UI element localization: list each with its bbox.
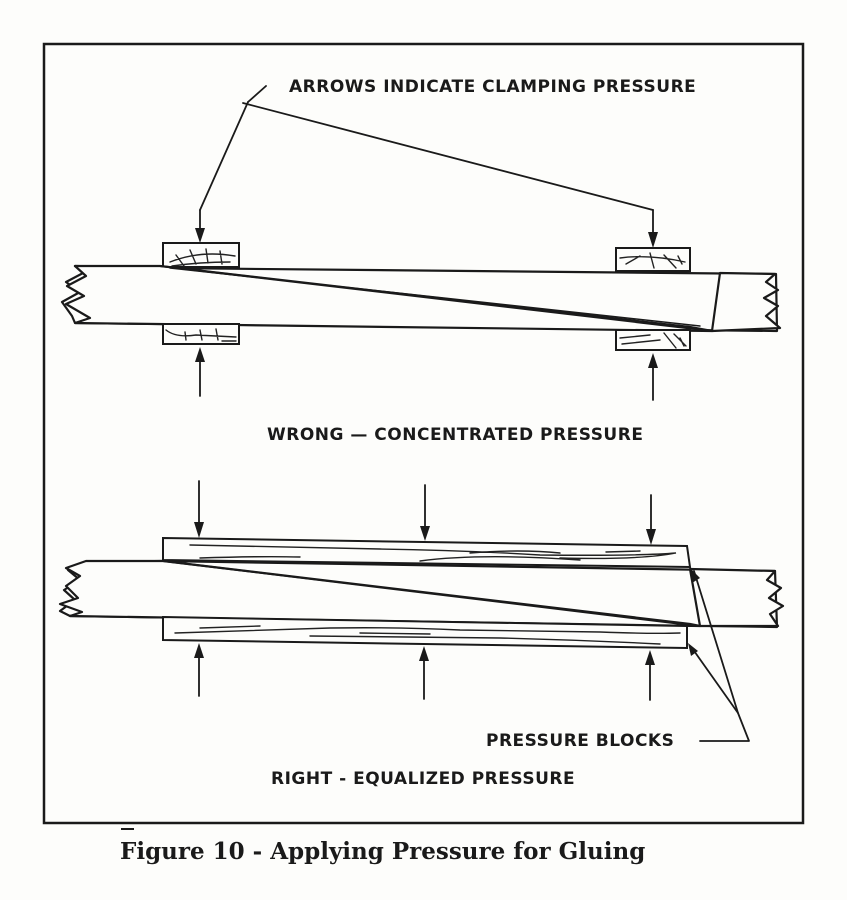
clamp-arrow-bottom-2 [419, 646, 429, 700]
leader-line-right [242, 102, 654, 211]
clamping-pressure-note: ARROWS INDICATE CLAMPING PRESSURE [289, 77, 697, 97]
small-block-top-right [615, 247, 691, 272]
clamp-arrow-top-right [648, 209, 658, 248]
wood-end-grain [165, 328, 237, 342]
glue-line [162, 560, 691, 626]
right-panel-title: RIGHT - EQUALIZED PRESSURE [271, 769, 576, 789]
pressure-blocks-label: PRESSURE BLOCKS [486, 731, 675, 751]
clamp-arrow-bottom-1 [194, 643, 204, 697]
clamp-arrow-bottom-3 [645, 650, 655, 701]
figure-caption: Figure 10 - Applying Pressure for Gluing [120, 838, 646, 865]
right-panel [58, 480, 785, 742]
wrong-panel-title: WRONG — CONCENTRATED PRESSURE [267, 425, 644, 445]
clamp-arrow-top-left [195, 209, 205, 243]
right-board-end [688, 567, 785, 628]
pressure-block-top [162, 536, 692, 569]
clamp-arrow-top-3 [646, 494, 656, 545]
wrong-panel [60, 85, 782, 401]
small-block-bottom-right [615, 329, 691, 351]
clamp-arrow-top-2 [420, 484, 430, 541]
clamp-arrow-bottom-left [195, 347, 205, 397]
right-board-end [710, 271, 782, 333]
glue-line-second [169, 267, 701, 327]
wood-grain-top [189, 544, 677, 562]
pressure-blocks-leader [688, 568, 750, 742]
figure-frame [42, 42, 805, 825]
leader-line-left [199, 101, 249, 211]
clamp-arrow-top-1 [194, 480, 204, 538]
wood-end-grain [619, 332, 687, 349]
clamp-arrow-bottom-right [648, 353, 658, 401]
wood-end-grain [169, 248, 236, 267]
leader-short [247, 85, 267, 103]
wood-end-grain [619, 252, 686, 269]
wood-grain-bottom [174, 625, 681, 645]
